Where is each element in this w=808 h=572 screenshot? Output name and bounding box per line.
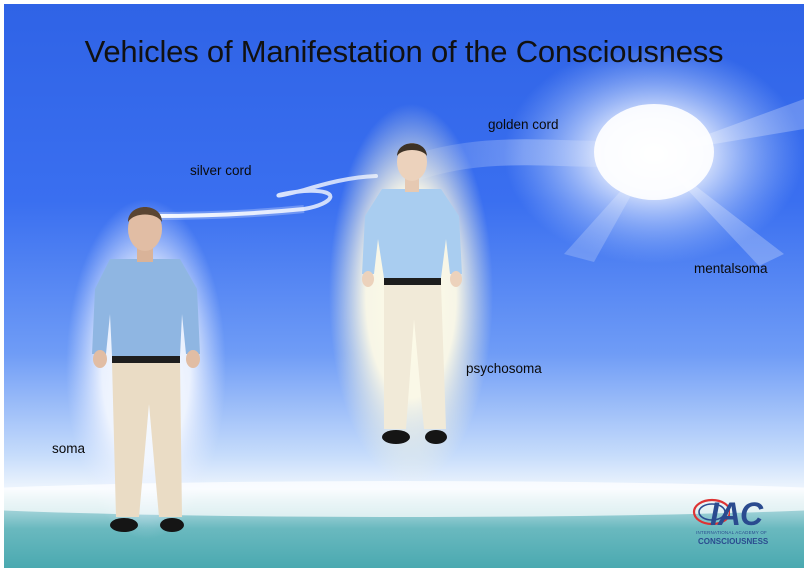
logo-subtitle: INTERNATIONAL ACADEMY OF xyxy=(696,530,767,535)
page-title: Vehicles of Manifestation of the Conscio… xyxy=(84,34,724,69)
mentalsoma-label: mentalsoma xyxy=(694,261,768,276)
psychosoma-label: psychosoma xyxy=(466,361,542,376)
soma-figure xyxy=(92,207,200,532)
iac-logo: IAC INTERNATIONAL ACADEMY OF CONSCIOUSNE… xyxy=(690,494,790,554)
slide: Vehicles of Manifestation of the Conscio… xyxy=(4,4,804,568)
horizon-glow xyxy=(4,481,804,517)
mentalsoma-light xyxy=(504,44,804,266)
psychosoma-figure xyxy=(362,143,462,444)
silver-cord-label: silver cord xyxy=(190,163,252,178)
logo-swirl-icon xyxy=(692,498,730,526)
silver-cord xyxy=(150,174,378,218)
logo-text: IAC xyxy=(710,496,763,532)
illustration xyxy=(4,44,804,539)
logo-wordmark: CONSCIOUSNESS xyxy=(698,537,769,546)
soma-label: soma xyxy=(52,441,86,456)
golden-cord-label: golden cord xyxy=(488,117,559,132)
